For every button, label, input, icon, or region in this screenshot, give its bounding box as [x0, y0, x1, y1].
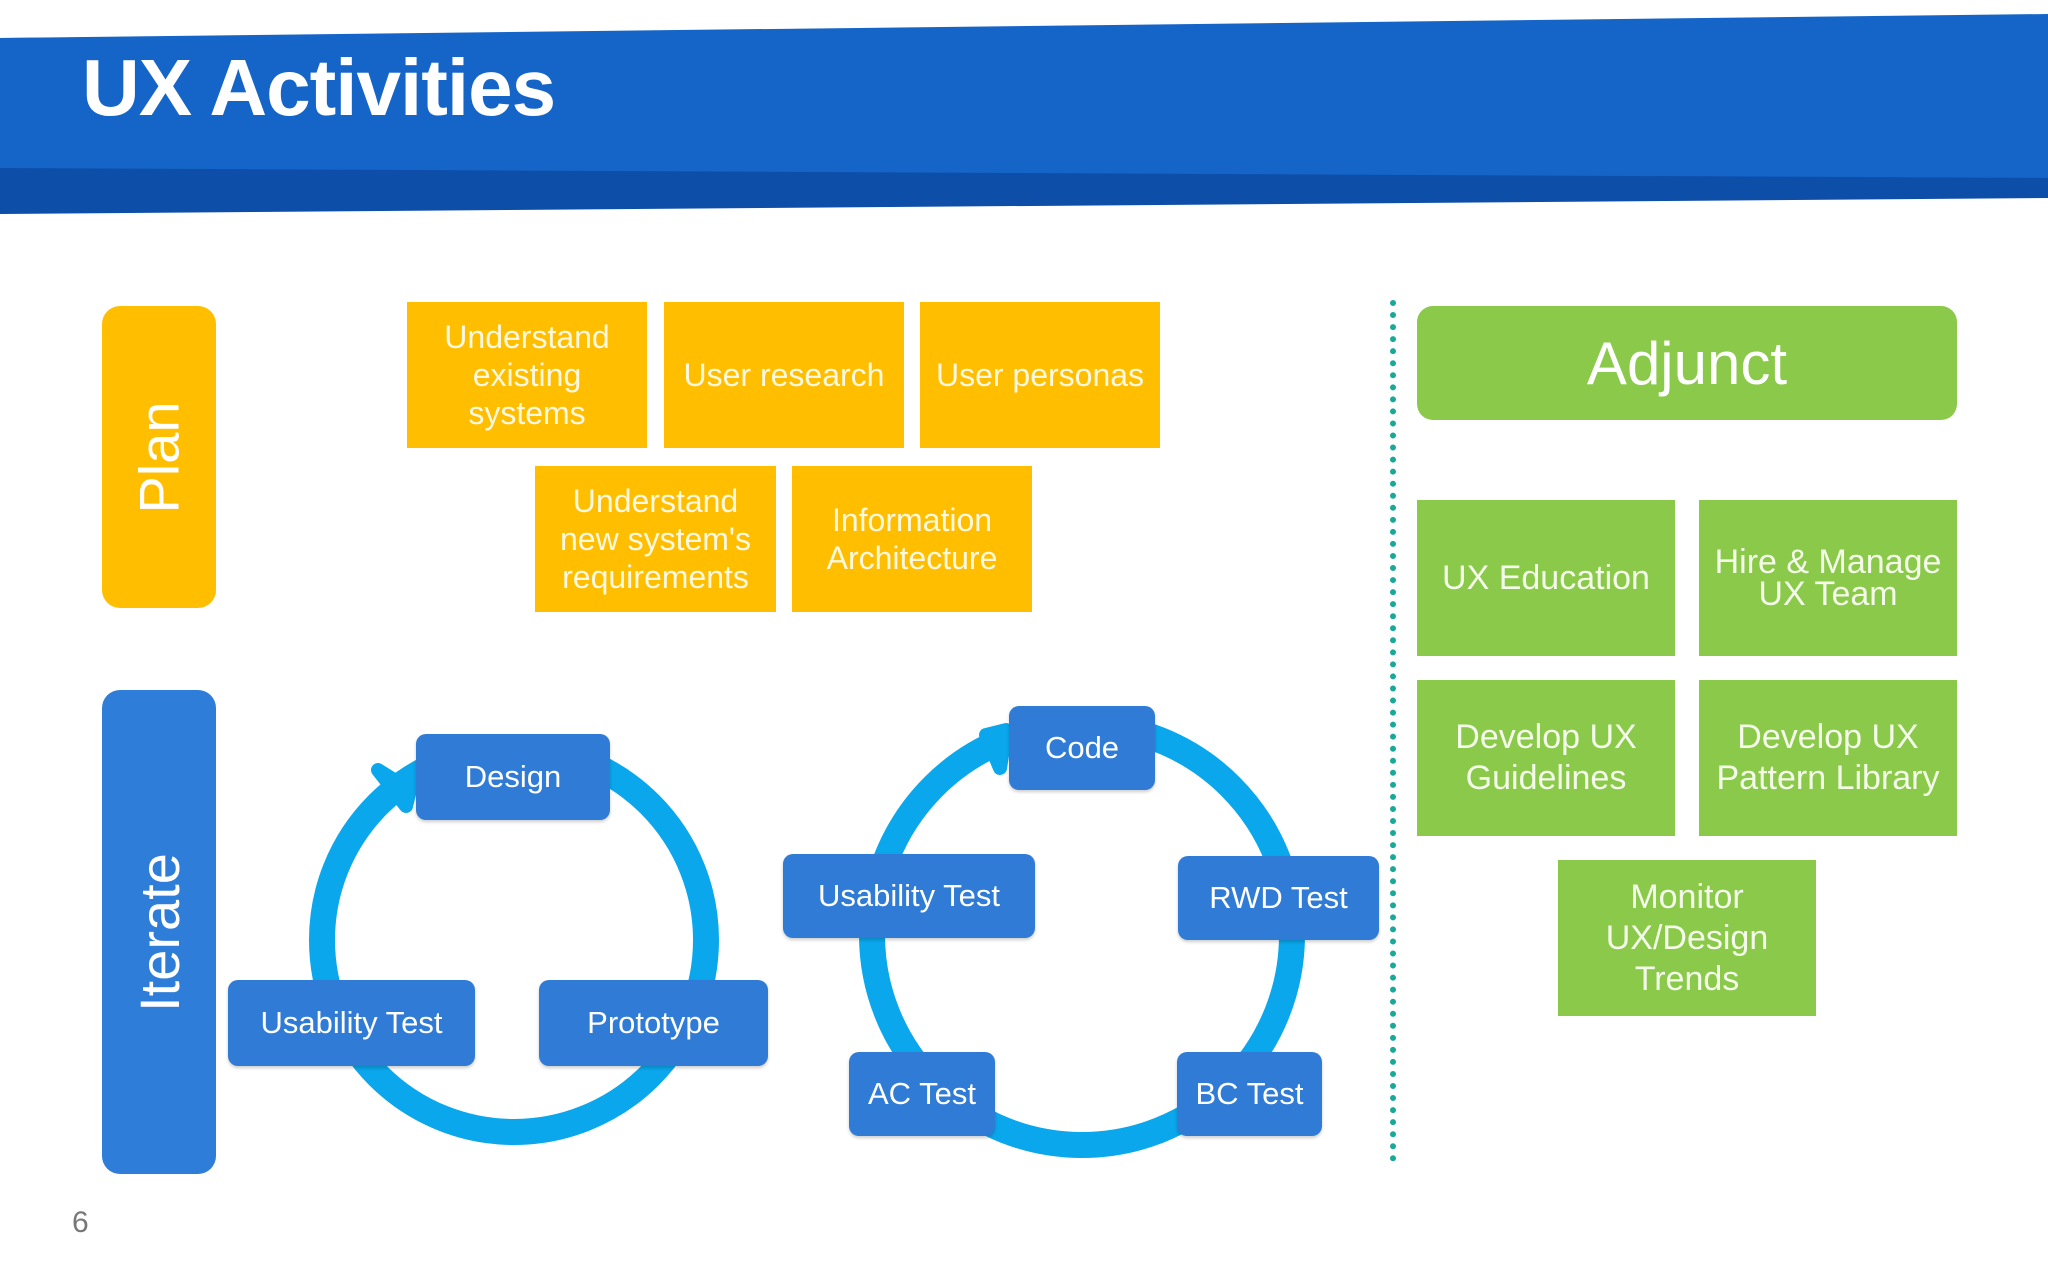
plan-activity-text: Understand new system's requirements — [559, 483, 752, 595]
plan-activity-new-requirements: Understand new system's requirements — [535, 466, 776, 612]
plan-activity-text: User personas — [935, 357, 1145, 393]
adjunct-item-text: Hire & Manage UX Team — [1714, 543, 1942, 613]
build-cycle-arrowhead — [979, 723, 1013, 775]
cycle-step-text: Usability Test — [260, 1005, 443, 1040]
cycle-step-text: BC Test — [1195, 1076, 1304, 1111]
cycle-step-text: Prototype — [587, 1005, 720, 1040]
cycle-step-text: Design — [464, 759, 562, 794]
page-title: UX Activities — [82, 43, 556, 132]
header-banner — [0, 14, 2048, 214]
cycle-step-usability-test-2: Usability Test — [783, 854, 1035, 938]
adjunct-item-ux-education: UX Education — [1417, 500, 1675, 656]
adjunct-heading-text: Adjunct — [1586, 329, 1788, 397]
cycle-step-usability-test: Usability Test — [228, 980, 475, 1066]
adjunct-item-monitor-trends: Monitor UX/Design Trends — [1558, 860, 1816, 1016]
adjunct-item-text: Monitor UX/Design Trends — [1605, 877, 1769, 998]
cycle-step-design: Design — [416, 734, 610, 820]
cycle-step-prototype: Prototype — [539, 980, 768, 1066]
plan-label: Plan — [102, 306, 216, 608]
adjunct-item-pattern-library: Develop UX Pattern Library — [1699, 680, 1957, 836]
adjunct-item-hire-manage: Hire & Manage UX Team — [1699, 500, 1957, 656]
cycle-step-text: AC Test — [868, 1076, 976, 1111]
page-number: 6 — [72, 1206, 89, 1239]
adjunct-item-text: Develop UX Guidelines — [1455, 718, 1637, 797]
plan-activity-information-architecture: Information Architecture — [792, 466, 1032, 612]
plan-activity-understand-existing: Understand existing systems — [407, 302, 647, 448]
cycle-step-bc-test: BC Test — [1177, 1052, 1322, 1136]
adjunct-heading: Adjunct — [1417, 306, 1957, 420]
adjunct-item-text: UX Education — [1442, 558, 1650, 597]
cycle-step-code: Code — [1009, 706, 1155, 790]
iterate-label: Iterate — [102, 690, 216, 1174]
section-divider — [1390, 300, 1396, 1162]
adjunct-item-text: Develop UX Pattern Library — [1716, 718, 1940, 797]
cycle-step-text: Usability Test — [817, 878, 1001, 913]
plan-activity-user-research: User research — [664, 302, 904, 448]
plan-activity-text: User research — [683, 357, 885, 393]
cycle-step-ac-test: AC Test — [849, 1052, 995, 1136]
cycle-step-text: Code — [1044, 730, 1120, 765]
plan-activity-user-personas: User personas — [920, 302, 1160, 448]
plan-activity-text: Information Architecture — [826, 502, 998, 576]
adjunct-item-guidelines: Develop UX Guidelines — [1417, 680, 1675, 836]
plan-activity-text: Understand existing systems — [444, 319, 610, 431]
design-cycle-arrowhead — [371, 763, 417, 813]
plan-label-text: Plan — [127, 400, 191, 514]
cycle-step-rwd-test: RWD Test — [1178, 856, 1379, 940]
iterate-label-text: Iterate — [127, 852, 191, 1012]
cycle-step-text: RWD Test — [1209, 880, 1348, 915]
